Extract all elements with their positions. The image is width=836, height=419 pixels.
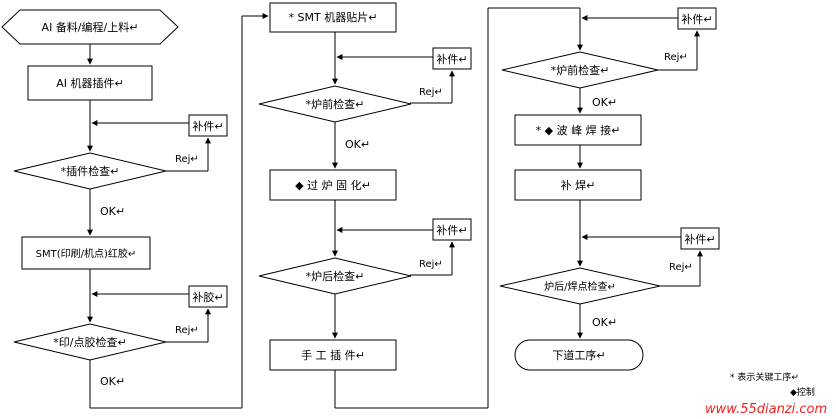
ok-label-3a: OK↵: [592, 96, 617, 109]
patch-label-2a: 补件↵: [436, 53, 467, 66]
manual-insert-box: [269, 339, 397, 371]
rej-label-2: Rej↵: [175, 325, 199, 336]
check-post-node-2: [258, 257, 412, 295]
patch-box-3b: [680, 227, 720, 250]
watermark: www.55dianzi.com: [705, 402, 827, 417]
check-post-label-2: *炉后检查↵: [306, 269, 365, 283]
ok-label-1: OK↵: [100, 205, 125, 218]
manual-insert-label: 手 工 插 件↵: [301, 348, 365, 362]
ai-insert-label: AI 机器插件↵: [56, 76, 123, 90]
next-step-node: [514, 339, 644, 371]
smt-place-label: * SMT 机器贴片↵: [289, 10, 378, 24]
check-glue-label: *印/点胶检查↵: [53, 335, 126, 349]
rej-label-1: Rej↵: [175, 154, 199, 165]
ok-label-2: OK↵: [100, 375, 125, 388]
rej-label-2a: Rej↵: [419, 87, 443, 98]
wave-solder-label: * ◆ 波 峰 焊 接↵: [536, 123, 621, 137]
cure-box: [269, 169, 397, 201]
rej-label-2b: Rej↵: [419, 259, 443, 270]
start-label: AI 备料/编程/上料↵: [42, 20, 139, 34]
smt-glue-label: SMT(印刷/机点)红胶↵: [36, 247, 137, 260]
check-pre-node-3: [501, 51, 659, 89]
legend-control: ◆控制: [790, 386, 815, 398]
patch-label-2b: 补件↵: [436, 224, 467, 237]
patch-box-1: [188, 114, 228, 137]
rej-label-3b: Rej↵: [669, 262, 693, 273]
patch-label-3b: 补件↵: [684, 233, 715, 246]
check-pre-label-3: *炉前检查↵: [551, 63, 610, 77]
ok-label-3b: OK↵: [592, 316, 617, 329]
patch-glue-box: [188, 285, 228, 308]
check-post-node-3: [499, 267, 661, 305]
ai-insert-box: [27, 65, 153, 101]
check-insert-label: *插件检查↵: [61, 164, 120, 178]
legend-key: * 表示关键工序↵: [730, 371, 799, 383]
smt-glue-box: [21, 236, 151, 270]
ok-label-2a: OK↵: [345, 138, 370, 151]
check-pre-label-2: *炉前检查↵: [306, 97, 365, 111]
touchup-label: 补 焊↵: [561, 178, 596, 192]
check-pre-node-2: [258, 85, 412, 123]
start-node: [1, 9, 179, 45]
patch-glue-label: 补胶↵: [192, 290, 223, 304]
check-glue-node: [13, 323, 167, 361]
check-insert-node: [13, 152, 167, 190]
touchup-box: [514, 169, 642, 201]
rej-label-3a: Rej↵: [664, 52, 688, 63]
patch-label-3a: 补件↵: [681, 13, 712, 26]
patch-box-2a: [432, 47, 472, 70]
check-post-label-3: 炉后/焊点检查↵: [544, 280, 616, 293]
next-step-label: 下道工序↵: [552, 348, 605, 362]
smt-place-box: [269, 2, 397, 33]
patch-label-1: 补件↵: [192, 120, 223, 133]
wave-solder-box: [514, 114, 642, 146]
cure-label: ◆ 过 炉 固 化↵: [295, 178, 371, 192]
